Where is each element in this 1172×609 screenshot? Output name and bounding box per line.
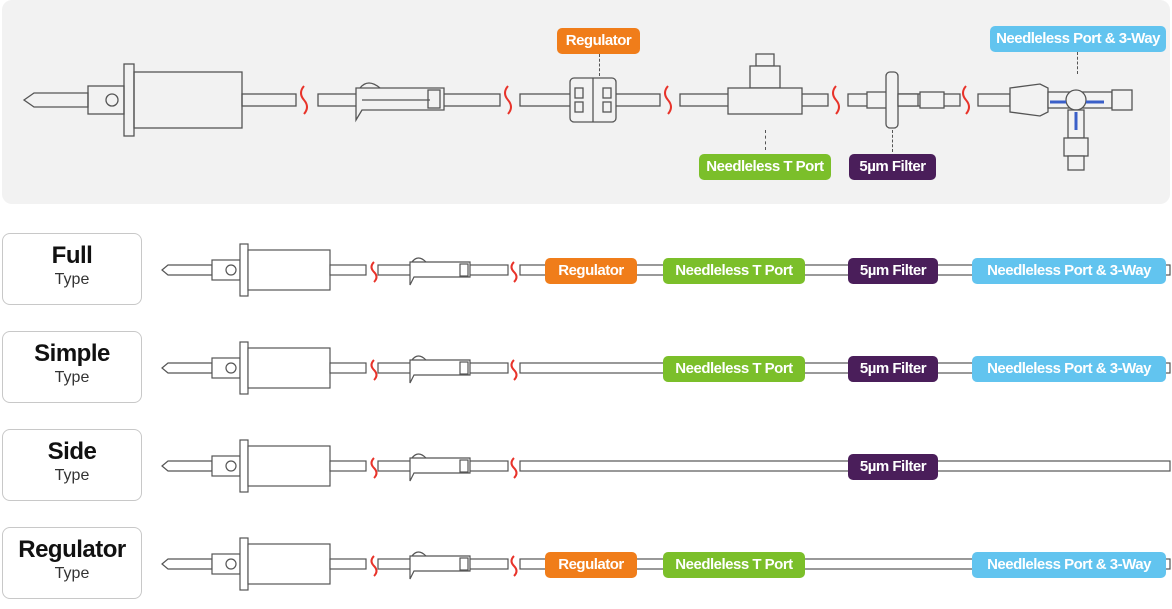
row-regulator-t-port: Needleless T Port [663, 552, 805, 578]
type-suffix: Type [54, 271, 90, 288]
type-suffix: Type [54, 369, 90, 386]
type-box-side: Side Type [2, 429, 142, 501]
row-simple-port-3way: Needleless Port & 3-Way [972, 356, 1166, 382]
row-regulator-port-3way: Needleless Port & 3-Way [972, 552, 1166, 578]
top-label-port-3way: Needleless Port & 3-Way [990, 26, 1166, 52]
row-regulator-drawing [161, 537, 1171, 591]
regulator-leader [599, 54, 600, 76]
row-full-filter: 5µm Filter [848, 258, 938, 284]
top-label-t-port: Needleless T Port [699, 154, 831, 180]
type-name: Side [47, 438, 97, 465]
regulator-icon [569, 77, 617, 123]
t-port-icon [727, 53, 803, 115]
row-full-regulator: Regulator [545, 258, 637, 284]
row-side-drawing [161, 439, 1171, 493]
spike-icon [22, 63, 243, 137]
row-simple-filter: 5µm Filter [848, 356, 938, 382]
type-name: Full [51, 242, 93, 269]
type-suffix: Type [54, 467, 90, 484]
drip-chamber-clamp-icon [355, 82, 445, 123]
filter-leader [892, 130, 893, 152]
row-full-t-port: Needleless T Port [663, 258, 805, 284]
port-3way-leader [1077, 52, 1078, 74]
type-name: Regulator [18, 536, 126, 563]
top-label-regulator: Regulator [557, 28, 640, 54]
row-simple-drawing [161, 341, 1171, 395]
type-box-full: Full Type [2, 233, 142, 305]
top-label-filter: 5µm Filter [849, 154, 936, 180]
three-way-stopcock-icon [1009, 83, 1133, 171]
filter-icon [866, 71, 945, 129]
type-name: Simple [34, 340, 110, 367]
row-side-filter: 5µm Filter [848, 454, 938, 480]
row-full-drawing [161, 243, 1171, 297]
type-suffix: Type [54, 565, 90, 582]
t-port-leader [765, 130, 766, 150]
row-regulator-regulator: Regulator [545, 552, 637, 578]
row-full-port-3way: Needleless Port & 3-Way [972, 258, 1166, 284]
type-box-simple: Simple Type [2, 331, 142, 403]
row-simple-t-port: Needleless T Port [663, 356, 805, 382]
type-box-regulator: Regulator Type [2, 527, 142, 599]
